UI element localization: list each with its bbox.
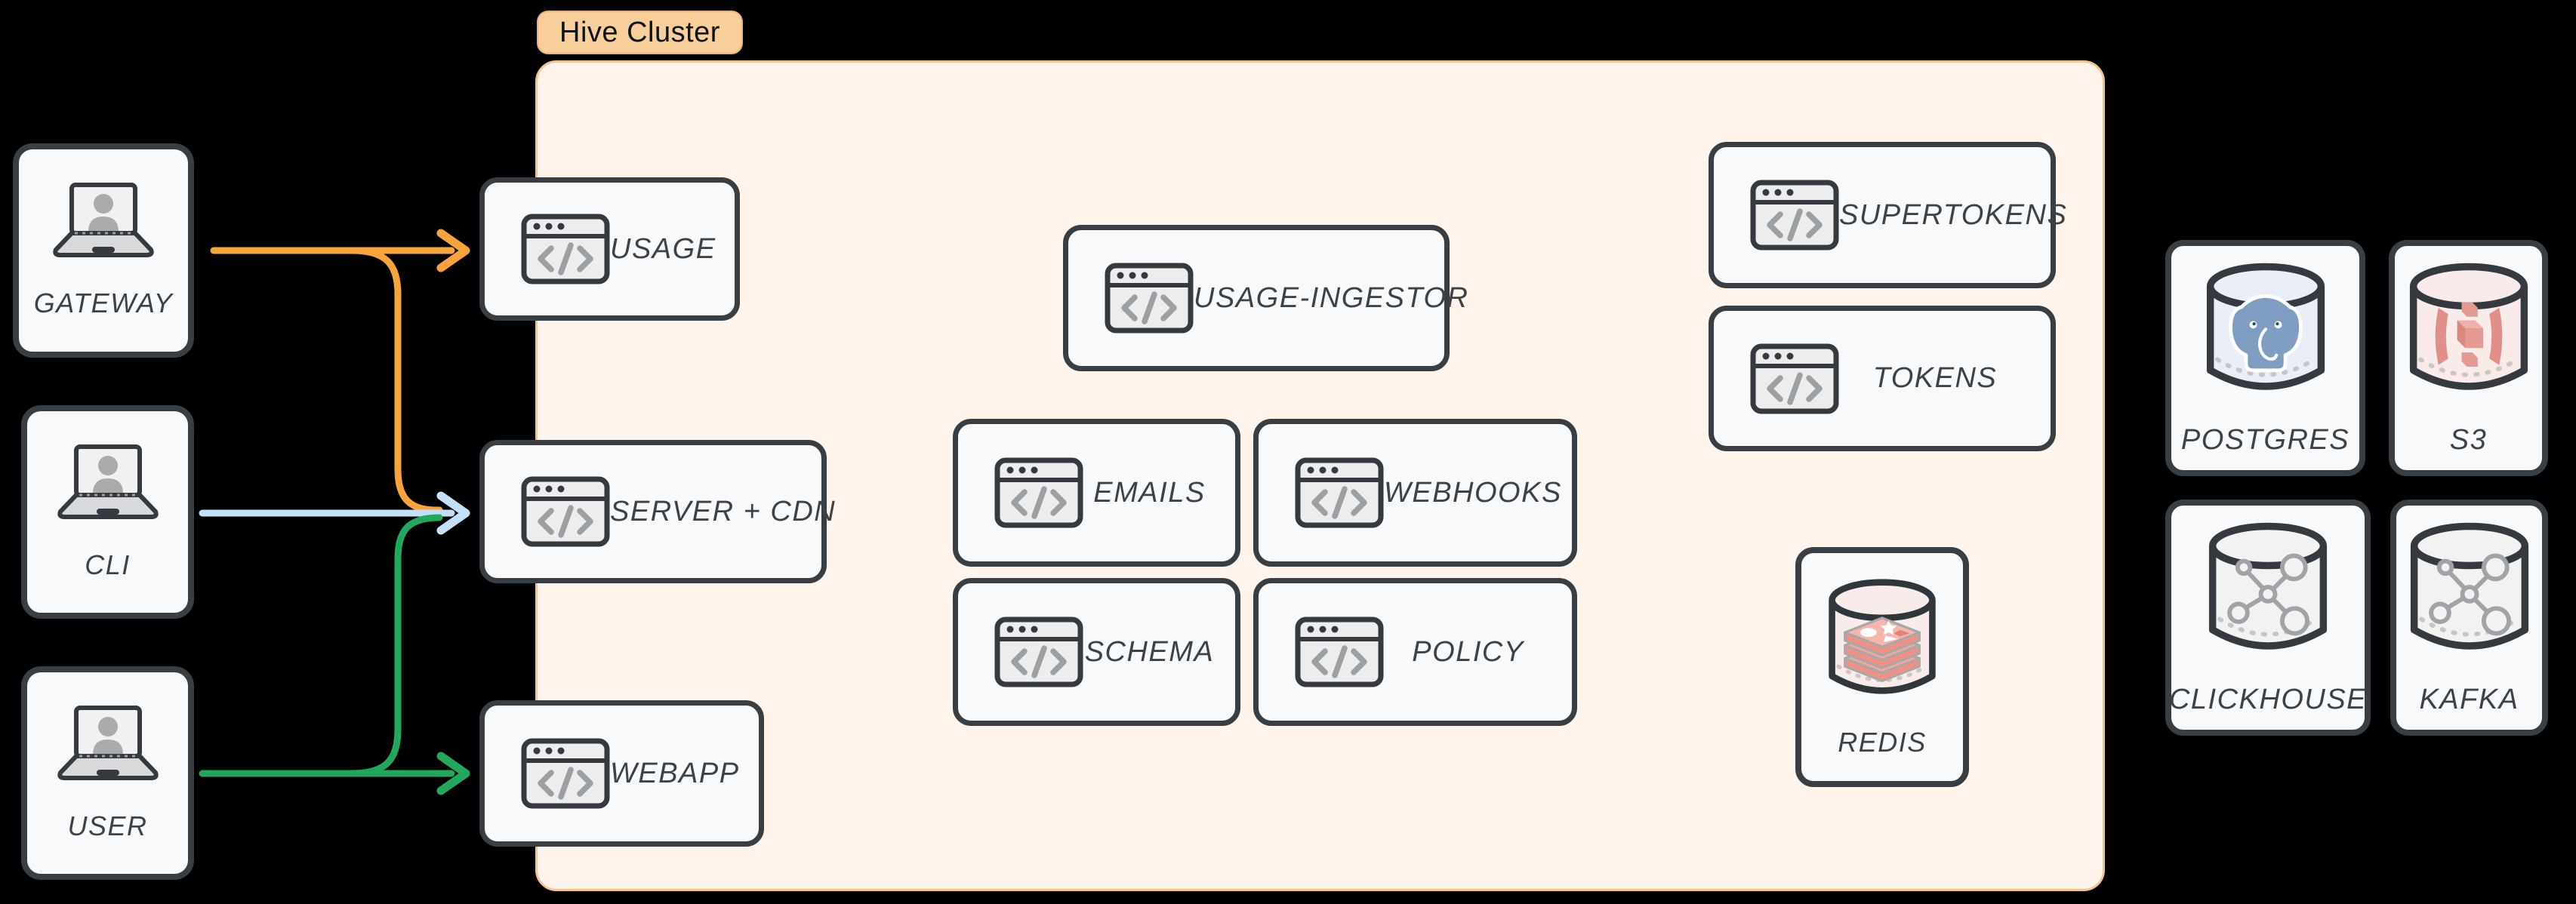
node-label: CLI bbox=[85, 549, 131, 580]
redis-database-icon bbox=[1826, 576, 1939, 709]
node-label: WEBHOOKS bbox=[1384, 476, 1562, 509]
node-label: WEBAPP bbox=[610, 757, 740, 789]
node-clickhouse: CLICKHOUSE bbox=[2165, 500, 2371, 736]
hive-cluster-label: Hive Cluster bbox=[537, 11, 743, 54]
postgres-database-icon bbox=[2203, 260, 2328, 406]
code-window-icon bbox=[521, 476, 610, 547]
node-label: TOKENS bbox=[1872, 362, 1998, 394]
node-kafka: KAFKA bbox=[2390, 500, 2548, 736]
node-user: USER bbox=[21, 666, 194, 880]
node-label: EMAILS bbox=[1093, 476, 1206, 509]
node-webapp: WEBAPP bbox=[479, 700, 764, 847]
node-label: USER bbox=[67, 810, 148, 841]
node-label: POLICY bbox=[1412, 635, 1524, 668]
edge-user-to-webapp-arrowhead bbox=[436, 752, 470, 795]
node-label: SERVER + CDN bbox=[610, 495, 837, 527]
edge-gateway-to-usage-arrowhead bbox=[436, 229, 470, 272]
code-window-icon bbox=[1750, 180, 1839, 251]
node-emails: EMAILS bbox=[953, 419, 1240, 567]
node-usage-ingestor: USAGE-INGESTOR bbox=[1063, 225, 1468, 371]
node-cli: CLI bbox=[21, 405, 194, 619]
node-tokens: TOKENS bbox=[1709, 306, 2056, 451]
node-label: USAGE-INGESTOR bbox=[1194, 281, 1469, 314]
node-schema: SCHEMA bbox=[953, 578, 1240, 726]
code-window-icon bbox=[1750, 343, 1839, 414]
laptop-user-icon bbox=[51, 444, 165, 525]
node-label: SCHEMA bbox=[1084, 635, 1215, 668]
node-webhooks: WEBHOOKS bbox=[1253, 419, 1577, 567]
node-usage: USAGE bbox=[479, 177, 740, 321]
node-label: CLICKHOUSE bbox=[2168, 684, 2368, 715]
node-label: POSTGRES bbox=[2180, 424, 2350, 456]
kafka-database-icon bbox=[2407, 519, 2532, 666]
node-label: USAGE bbox=[610, 232, 716, 265]
node-label: KAFKA bbox=[2419, 684, 2519, 715]
laptop-user-icon bbox=[46, 182, 161, 263]
node-label: SUPERTOKENS bbox=[1839, 198, 2068, 231]
node-postgres: POSTGRES bbox=[2165, 240, 2365, 476]
node-label: REDIS bbox=[1838, 727, 1927, 758]
edge-gateway-to-servercdn bbox=[348, 247, 443, 514]
code-window-icon bbox=[994, 617, 1083, 687]
edge-cli-to-servercdn-arrowhead bbox=[436, 491, 470, 535]
node-supertokens: SUPERTOKENS bbox=[1709, 142, 2066, 288]
node-gateway: GATEWAY bbox=[13, 143, 194, 358]
node-s3: S3 bbox=[2389, 240, 2548, 476]
node-label: S3 bbox=[2449, 424, 2488, 456]
node-server-cdn: SERVER + CDN bbox=[479, 440, 835, 583]
edge-user-to-servercdn bbox=[348, 514, 443, 777]
code-window-icon bbox=[1295, 617, 1384, 687]
node-redis: REDIS bbox=[1795, 547, 1969, 787]
s3-database-icon bbox=[2406, 260, 2531, 406]
clickhouse-database-icon bbox=[2205, 519, 2331, 666]
code-window-icon bbox=[994, 457, 1083, 528]
code-window-icon bbox=[521, 214, 610, 284]
code-window-icon bbox=[521, 738, 610, 809]
code-window-icon bbox=[1105, 263, 1194, 334]
node-label: GATEWAY bbox=[33, 287, 174, 318]
node-policy: POLICY bbox=[1253, 578, 1577, 726]
laptop-user-icon bbox=[51, 705, 165, 786]
code-window-icon bbox=[1295, 457, 1384, 528]
